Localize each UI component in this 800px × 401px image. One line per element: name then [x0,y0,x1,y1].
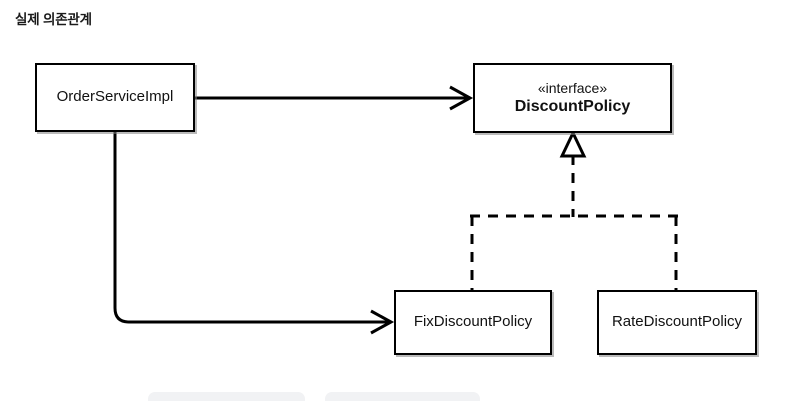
class-node-label: RateDiscountPolicy [611,313,743,331]
class-node-label: OrderServiceImpl [56,88,174,106]
edge-dependency-order-to-fixdiscountpolicy [113,132,395,335]
page-title: 실제 의존관계 [15,12,92,27]
class-node-label: FixDiscountPolicy [413,313,533,331]
ghost-shape-right [325,392,480,401]
edge-realization-tree [470,129,678,291]
class-node-discount-policy[interactable]: «interface» DiscountPolicy [473,63,672,133]
ghost-shape-left [148,392,305,401]
edge-dependency-order-to-discountpolicy [195,85,474,111]
class-node-fix-discount-policy[interactable]: FixDiscountPolicy [394,290,552,355]
class-node-rate-discount-policy[interactable]: RateDiscountPolicy [597,290,757,355]
hollow-triangle-icon [559,129,587,158]
class-node-order-service-impl[interactable]: OrderServiceImpl [35,63,195,132]
class-node-stereotype: «interface» [537,79,608,96]
class-node-label: DiscountPolicy [514,98,631,116]
